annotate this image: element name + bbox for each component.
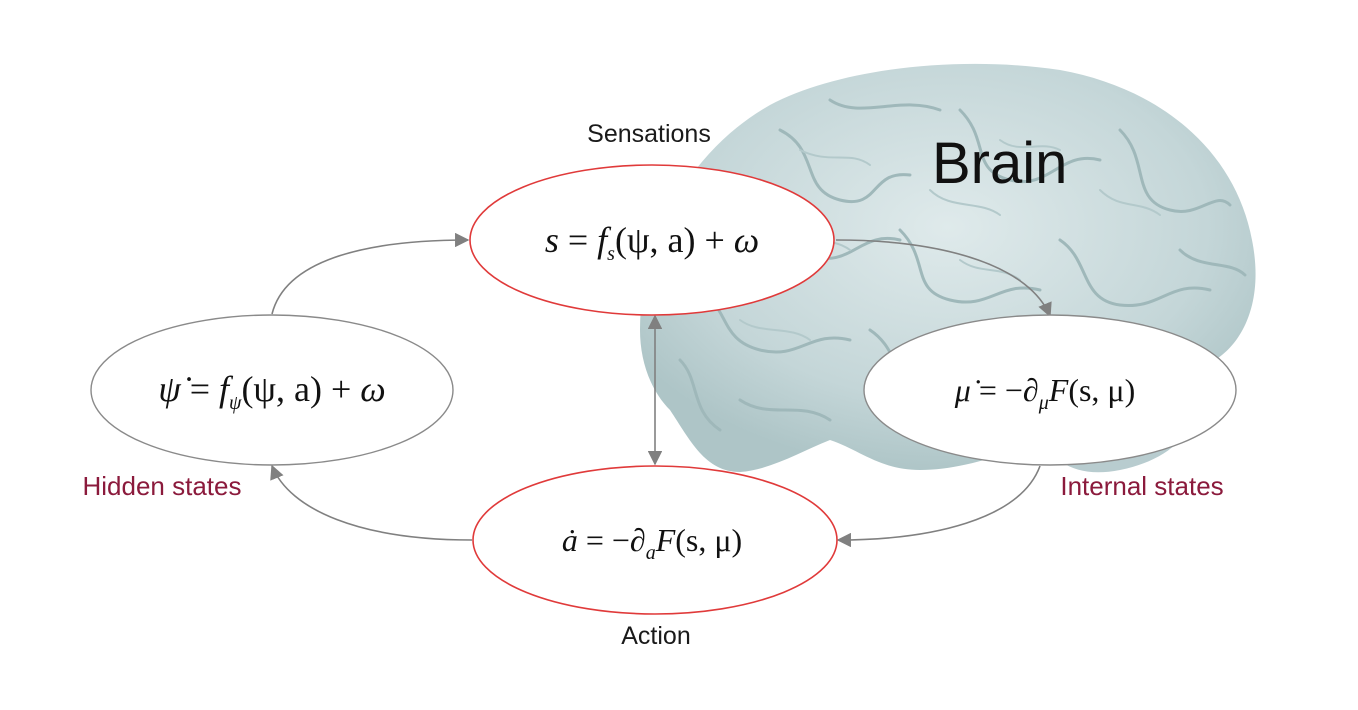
internal-states-equation: μ̇ = −∂μF(s, μ) [954, 372, 1135, 414]
action-equation: ȧ = −∂aF(s, μ) [562, 522, 742, 564]
sensations-ellipse [469, 164, 835, 316]
sensations-label: Sensations [587, 120, 711, 148]
arrow-internal-to-action [836, 465, 1041, 548]
internal-states-label: Internal states [1060, 471, 1223, 501]
arrow-action-to-hidden [270, 464, 473, 541]
arrow-hidden-to-sensations [271, 232, 470, 315]
node-sensations: Sensations s = fs(ψ, a) + ω [469, 120, 835, 316]
hidden-states-ellipse [90, 314, 454, 466]
node-internal-states: Internal states μ̇ = −∂μF(s, μ) [863, 314, 1237, 501]
arrow-sensations-to-internal [835, 239, 1052, 318]
hidden-states-label: Hidden states [83, 471, 242, 501]
action-label: Action [621, 622, 690, 650]
flow-arrows [270, 232, 1052, 548]
node-action: Action ȧ = −∂aF(s, μ) [472, 465, 838, 650]
hidden-states-equation: ψ̇ = fψ(ψ, a) + ω [158, 369, 385, 414]
brain-title: Brain [932, 131, 1067, 196]
internal-states-ellipse [863, 314, 1237, 466]
sensations-equation: s = fs(ψ, a) + ω [545, 220, 759, 265]
node-hidden-states: Hidden states ψ̇ = fψ(ψ, a) + ω [83, 314, 454, 501]
action-ellipse [472, 465, 838, 615]
